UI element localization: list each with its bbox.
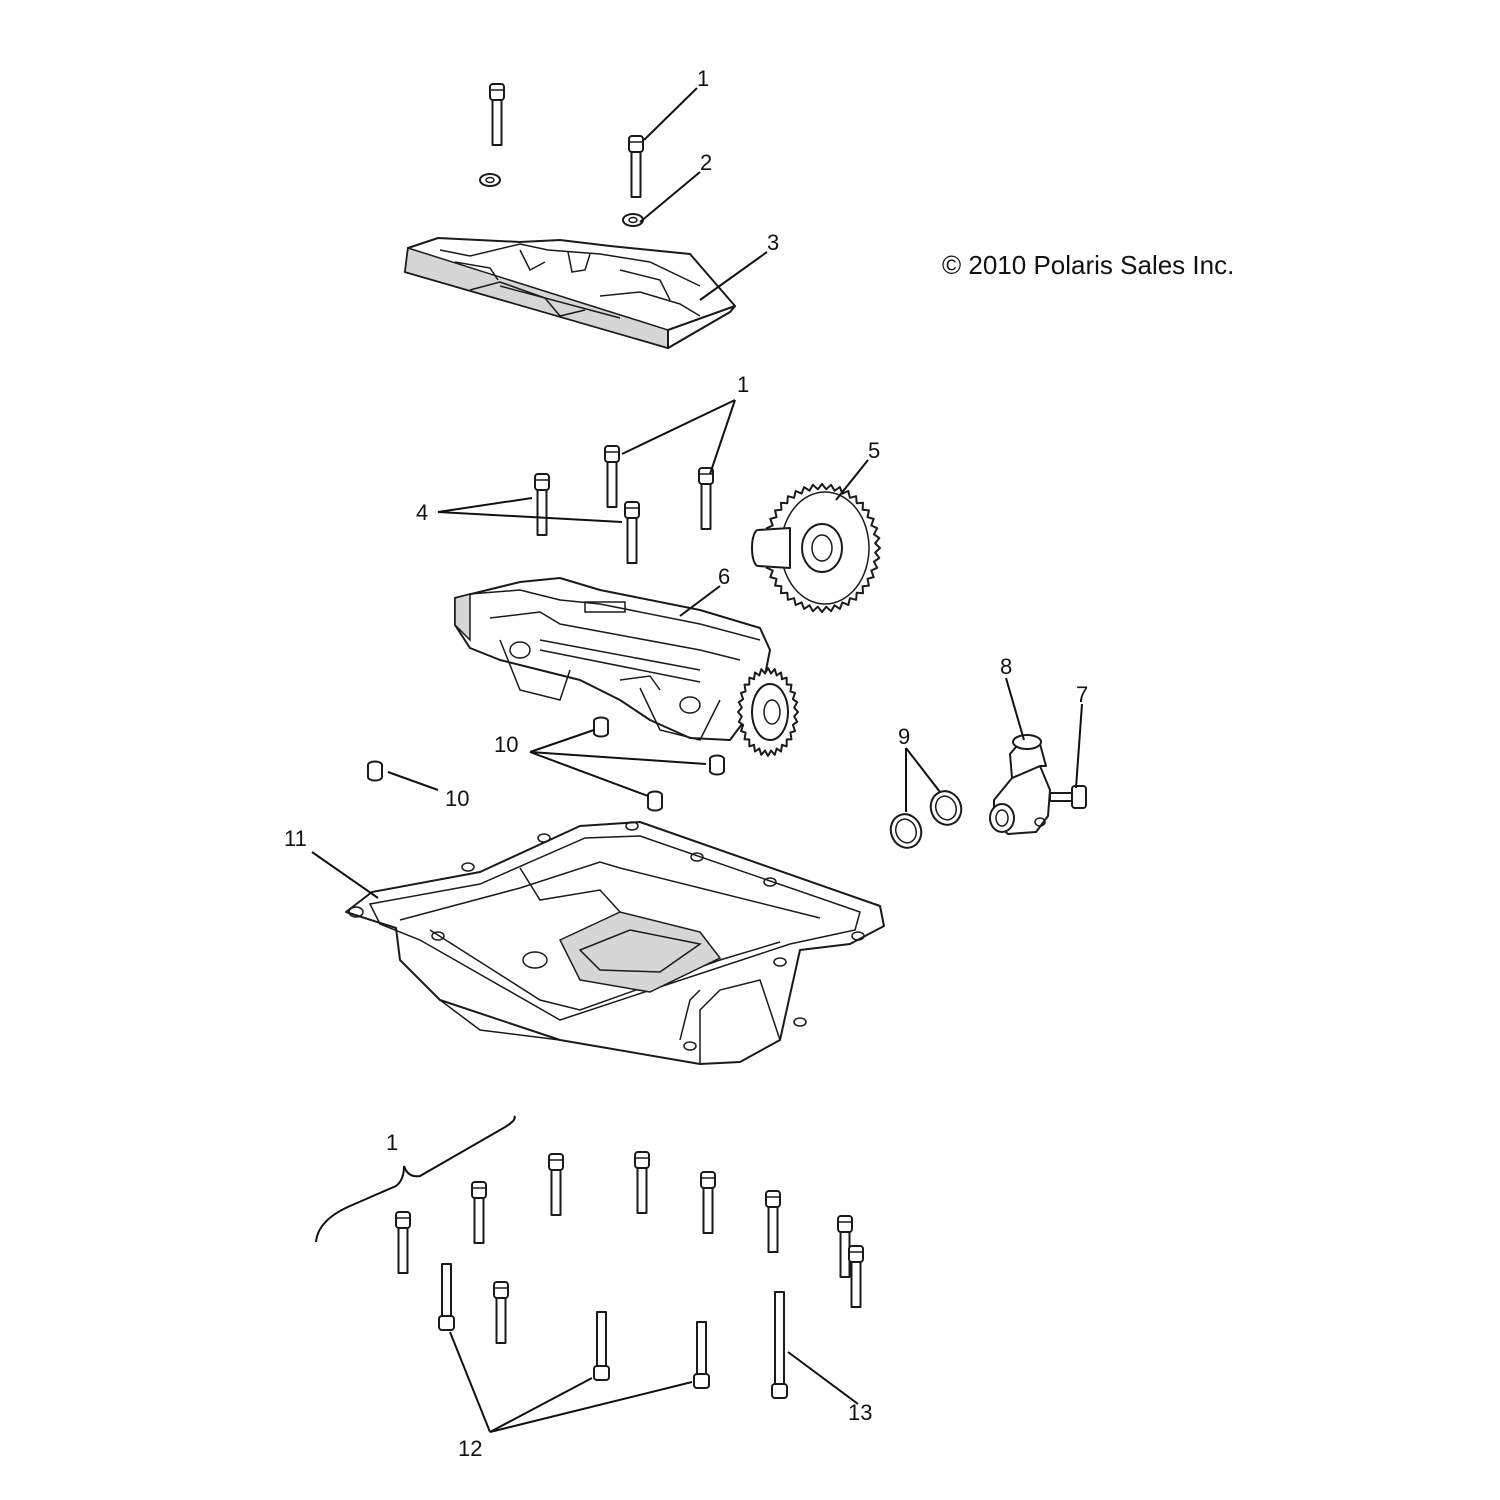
callout-1-bottom: 1	[386, 1130, 398, 1155]
long-bolt-3	[693, 1321, 710, 1389]
o-ring-2	[929, 790, 963, 826]
top-bolt-left	[489, 83, 505, 146]
callout-10-lower: 10	[445, 786, 469, 811]
pan-bolt-1	[548, 1153, 564, 1216]
pan-bolt-9	[493, 1281, 509, 1344]
dowel-pin-1	[593, 716, 609, 738]
pan-bolt-8	[848, 1245, 864, 1308]
dowel-pin-4	[647, 790, 663, 812]
callout-8: 8	[1000, 654, 1012, 679]
dowel-pin-3	[367, 760, 383, 782]
dowel-pin-2	[709, 754, 725, 776]
pump-bolt-3	[534, 473, 550, 536]
pan-bolt-5	[765, 1190, 781, 1253]
washer-right	[622, 213, 644, 227]
copyright-text: © 2010 Polaris Sales Inc.	[942, 250, 1234, 280]
washer-left	[479, 173, 501, 187]
callout-12: 12	[458, 1436, 482, 1461]
fitting-bolt	[1049, 785, 1087, 809]
baffle-plate	[404, 237, 736, 349]
elbow-fitting	[989, 734, 1051, 835]
oil-pump-assembly	[454, 577, 771, 741]
leader-lines	[311, 87, 1083, 1433]
pump-drive-gear	[737, 667, 799, 757]
callout-11: 11	[284, 826, 307, 851]
bolt-group-brace	[315, 1115, 516, 1243]
pan-bolt-4	[700, 1171, 716, 1234]
pan-bolt-3	[471, 1181, 487, 1244]
callout-5: 5	[868, 438, 880, 463]
pump-bolt-1	[604, 445, 620, 508]
callout-13: 13	[848, 1400, 872, 1425]
callout-1-top: 1	[697, 66, 709, 91]
pump-bolt-2	[698, 467, 714, 530]
callout-4: 4	[416, 500, 428, 525]
o-ring-1	[889, 813, 923, 849]
long-bolt-2	[593, 1311, 610, 1381]
longest-bolt	[771, 1291, 788, 1399]
oil-pan	[345, 821, 885, 1065]
top-bolt-right	[628, 135, 644, 198]
pump-bolt-4	[624, 501, 640, 564]
idler-gear	[751, 483, 881, 613]
callout-6: 6	[718, 564, 730, 589]
callout-2: 2	[700, 150, 712, 175]
pan-bolt-6	[395, 1211, 411, 1274]
callout-1-middle: 1	[737, 372, 749, 397]
pan-bolt-2	[634, 1151, 650, 1214]
callout-3: 3	[767, 230, 779, 255]
callout-7: 7	[1076, 682, 1088, 707]
callout-10-upper: 10	[494, 732, 518, 757]
long-bolt-1	[438, 1263, 455, 1331]
callout-9: 9	[898, 724, 910, 749]
